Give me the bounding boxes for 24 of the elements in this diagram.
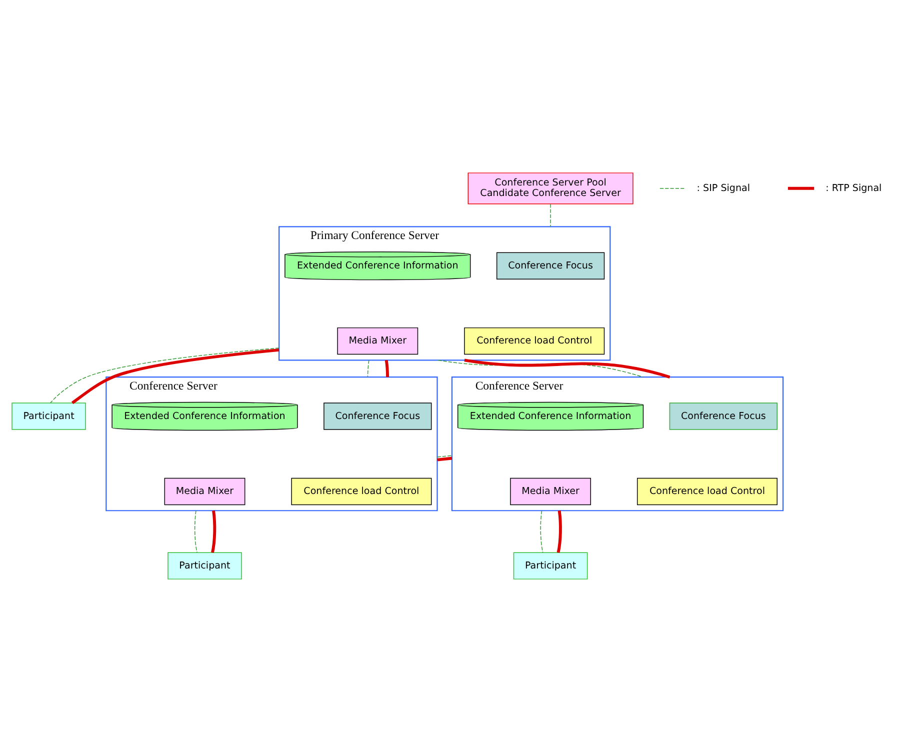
connector bbox=[464, 358, 670, 378]
connector bbox=[540, 510, 543, 552]
node-box: Conference load Control bbox=[464, 326, 604, 354]
node-box: Participant bbox=[512, 552, 588, 579]
connector bbox=[436, 454, 452, 457]
node-box: Conference Focus bbox=[496, 252, 604, 279]
node-box: Media Mixer bbox=[510, 477, 590, 505]
node-box: Conference load Control bbox=[636, 477, 777, 505]
connector bbox=[210, 510, 216, 552]
legend-label: : RTP Signal bbox=[825, 182, 882, 194]
node-box: Conference load Control bbox=[290, 477, 432, 505]
connector bbox=[384, 359, 389, 377]
node-box: Participant bbox=[11, 402, 86, 430]
legend-label: : SIP Signal bbox=[696, 182, 750, 194]
connector bbox=[194, 510, 197, 552]
connector bbox=[436, 456, 452, 461]
connector bbox=[366, 359, 369, 377]
node-box: Conference Server Pool Candidate Conference Server bbox=[467, 172, 633, 204]
node-box: Media Mixer bbox=[336, 326, 418, 354]
node-box: Participant bbox=[167, 552, 242, 579]
connector bbox=[556, 510, 562, 552]
node-box: Conference Focus bbox=[323, 402, 432, 430]
node-box: Conference Focus bbox=[668, 402, 777, 430]
node-box: Media Mixer bbox=[164, 477, 245, 505]
